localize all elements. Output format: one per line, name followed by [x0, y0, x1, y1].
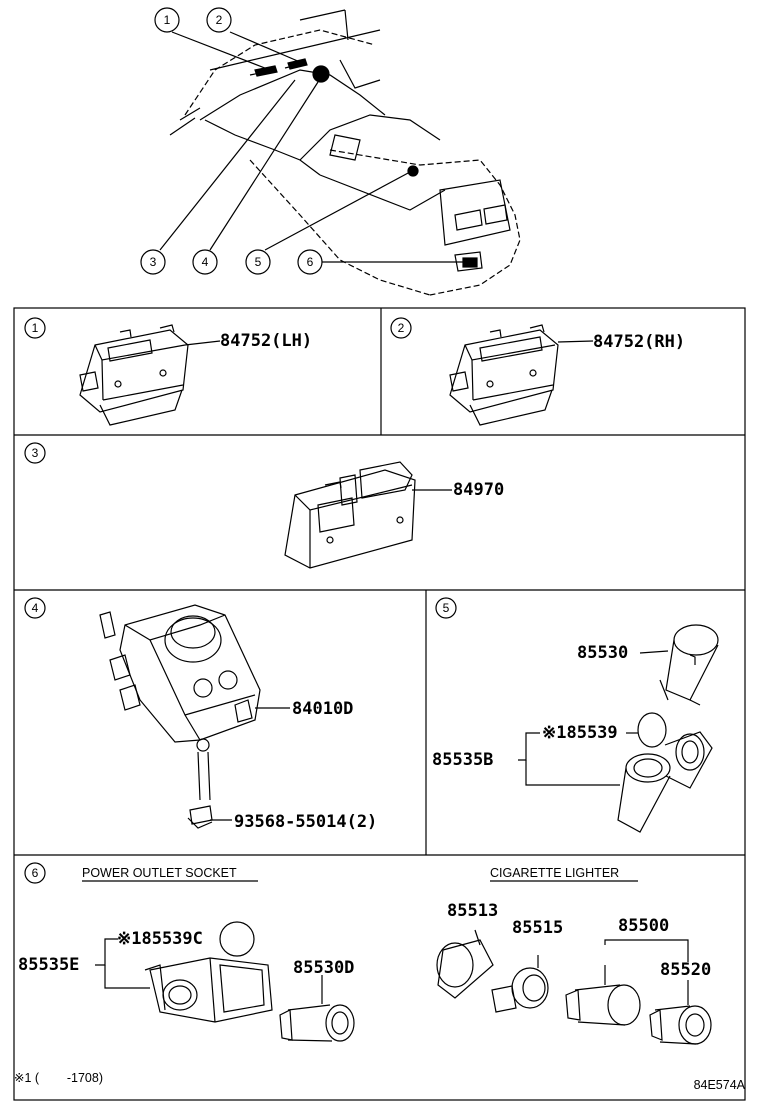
callout-5-circle [245, 249, 271, 275]
panel-1-index: 1 [32, 321, 39, 335]
part-label-84752-lh: 84752(LH) [220, 331, 312, 351]
switch-rh-illustration [449, 324, 594, 426]
outlet-85530d-illustration [279, 975, 355, 1042]
callout-6-label: 6 [307, 255, 314, 269]
callout-1-label: 1 [164, 13, 171, 27]
socket-85535b-illustration [518, 731, 713, 833]
callout-3-circle [140, 249, 166, 275]
part-label-93568-55014: 93568-55014(2) [234, 812, 377, 832]
switch-84970-illustration [284, 461, 452, 569]
callout-4-circle [192, 249, 218, 275]
switch-84010d-illustration [99, 604, 290, 829]
drawing-code: 84E574A [694, 1078, 746, 1092]
console-overview-illustration [159, 9, 521, 296]
callout-2-circle [206, 7, 232, 33]
part-label-85530d: 85530D [293, 958, 354, 978]
part-label-85513: 85513 [447, 901, 498, 921]
callout-4-label: 4 [202, 255, 209, 269]
switch-lh-illustration [79, 324, 221, 426]
part-label-84752-rh: 84752(RH) [593, 332, 685, 352]
callout-5-label: 5 [255, 255, 262, 269]
callout-1-circle [154, 7, 180, 33]
caption-cigarette-lighter: CIGARETTE LIGHTER [490, 866, 619, 880]
part-label-85520: 85520 [660, 960, 711, 980]
panel-5-index: 5 [443, 601, 450, 615]
panel-4-index: 4 [32, 601, 39, 615]
caption-power-outlet-socket: POWER OUTLET SOCKET [82, 866, 237, 880]
panel-3-index: 3 [32, 446, 39, 460]
part-label-85539c: ※185539C [117, 929, 203, 949]
part-85515-illustration [491, 955, 549, 1013]
footnote: ※1 ( -1708) [14, 1071, 103, 1085]
panels-frame [13, 307, 746, 1101]
part-label-85530: 85530 [577, 643, 628, 663]
part-label-85500: 85500 [618, 916, 669, 936]
part-label-85515: 85515 [512, 918, 563, 938]
cap-85539c-illustration [219, 921, 255, 957]
part-label-85535e: 85535E [18, 955, 79, 975]
part-label-84970: 84970 [453, 480, 504, 500]
callout-2-label: 2 [216, 13, 223, 27]
part-85500-illustration [565, 939, 689, 1026]
part-85513-illustration [436, 929, 494, 999]
part-label-85539: ※185539 [542, 723, 618, 743]
callout-3-label: 3 [150, 255, 157, 269]
part-label-85535b: 85535B [432, 750, 493, 770]
panel-2-index: 2 [398, 321, 405, 335]
socket-85535e-illustration [95, 938, 273, 1023]
callout-6-circle [297, 249, 323, 275]
cap-85539-illustration [626, 712, 667, 748]
part-label-84010d: 84010D [292, 699, 353, 719]
panel-6-index: 6 [32, 866, 39, 880]
lighter-85530-illustration [639, 624, 719, 706]
part-85520-illustration [649, 980, 712, 1045]
